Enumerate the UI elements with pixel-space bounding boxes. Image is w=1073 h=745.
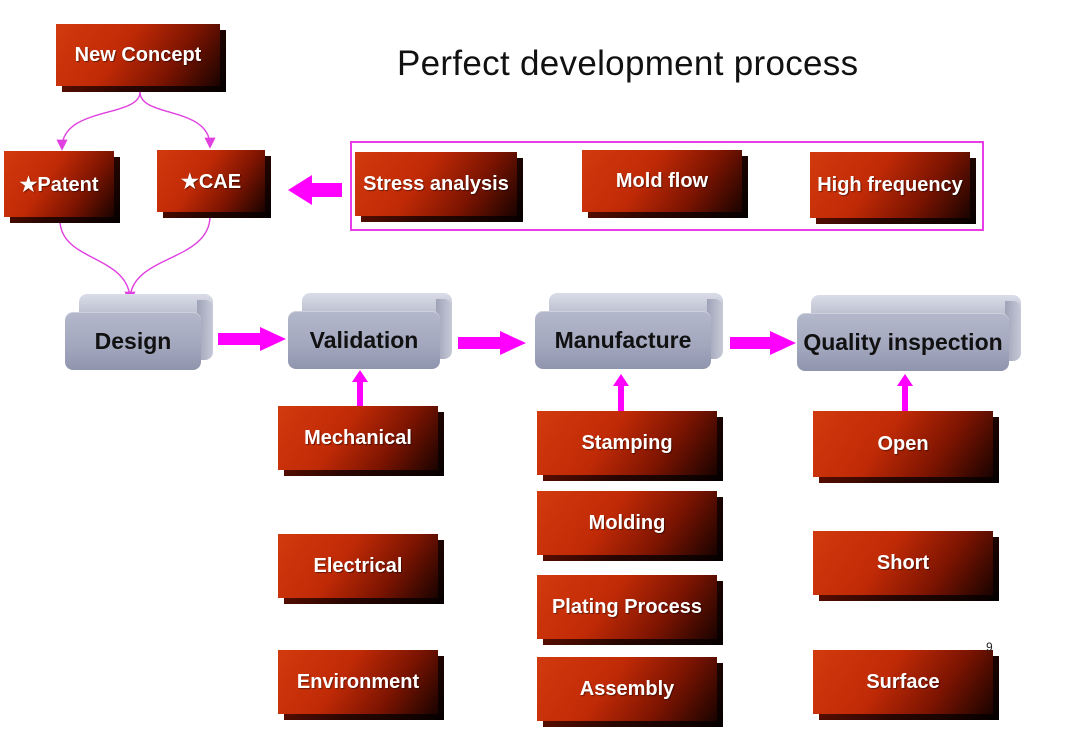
item-environment-label: Environment bbox=[278, 650, 438, 714]
item-electrical[interactable]: Electrical bbox=[278, 534, 444, 604]
stage-quality-inspection[interactable]: Quality inspection bbox=[797, 295, 1021, 371]
node-mold-flow-label: Mold flow bbox=[582, 150, 742, 212]
stage-manufacture-label: Manufacture bbox=[535, 311, 711, 369]
node-cae-label: ★CAE bbox=[157, 150, 265, 212]
stage-design[interactable]: Design bbox=[65, 294, 213, 370]
node-patent[interactable]: ★Patent bbox=[4, 151, 120, 223]
node-high-frequency[interactable]: High frequency bbox=[810, 152, 976, 224]
item-assembly-label: Assembly bbox=[537, 657, 717, 721]
node-patent-label: ★Patent bbox=[4, 151, 114, 217]
node-new-concept[interactable]: New Concept bbox=[56, 24, 226, 92]
item-plating-process[interactable]: Plating Process bbox=[537, 575, 723, 645]
item-plating-process-label: Plating Process bbox=[537, 575, 717, 639]
stage-validation-label: Validation bbox=[288, 311, 440, 369]
stage-quality-inspection-label: Quality inspection bbox=[797, 313, 1009, 371]
arrow-stamping-to-manufacture bbox=[613, 374, 629, 412]
item-open-label: Open bbox=[813, 411, 993, 477]
arrow-design-to-validation bbox=[218, 327, 286, 351]
item-assembly[interactable]: Assembly bbox=[537, 657, 723, 727]
item-surface-label: Surface bbox=[813, 650, 993, 714]
arrow-manufacture-to-quality bbox=[730, 331, 796, 355]
node-cae[interactable]: ★CAE bbox=[157, 150, 271, 218]
arrow-methods-to-cae bbox=[288, 175, 342, 205]
item-open[interactable]: Open bbox=[813, 411, 999, 483]
node-new-concept-label: New Concept bbox=[56, 24, 220, 86]
stage-manufacture[interactable]: Manufacture bbox=[535, 293, 723, 369]
node-mold-flow[interactable]: Mold flow bbox=[582, 150, 748, 218]
cae-methods-frame bbox=[350, 141, 984, 231]
item-molding-label: Molding bbox=[537, 491, 717, 555]
page-number: 9 bbox=[986, 640, 993, 654]
item-environment[interactable]: Environment bbox=[278, 650, 444, 720]
stage-design-label: Design bbox=[65, 312, 201, 370]
connector-concept-to-patent bbox=[56, 91, 141, 151]
connector-cae-to-design bbox=[129, 215, 211, 301]
item-electrical-label: Electrical bbox=[278, 534, 438, 598]
item-short-label: Short bbox=[813, 531, 993, 595]
item-mechanical-label: Mechanical bbox=[278, 406, 438, 470]
item-mechanical[interactable]: Mechanical bbox=[278, 406, 444, 476]
arrow-validation-to-manufacture bbox=[458, 331, 526, 355]
node-stress-analysis-label: Stress analysis bbox=[355, 152, 517, 216]
node-high-frequency-label: High frequency bbox=[810, 152, 970, 218]
item-molding[interactable]: Molding bbox=[537, 491, 723, 561]
item-stamping-label: Stamping bbox=[537, 411, 717, 475]
arrow-mechanical-to-validation bbox=[352, 370, 368, 408]
stage-validation[interactable]: Validation bbox=[288, 293, 452, 369]
item-stamping[interactable]: Stamping bbox=[537, 411, 723, 481]
item-surface[interactable]: Surface bbox=[813, 650, 999, 720]
connector-concept-to-cae bbox=[139, 91, 216, 149]
arrow-open-to-quality bbox=[897, 374, 913, 412]
page-title: Perfect development process bbox=[397, 44, 859, 83]
node-stress-analysis[interactable]: Stress analysis bbox=[355, 152, 523, 222]
connector-patent-to-design bbox=[59, 219, 136, 303]
item-short[interactable]: Short bbox=[813, 531, 999, 601]
